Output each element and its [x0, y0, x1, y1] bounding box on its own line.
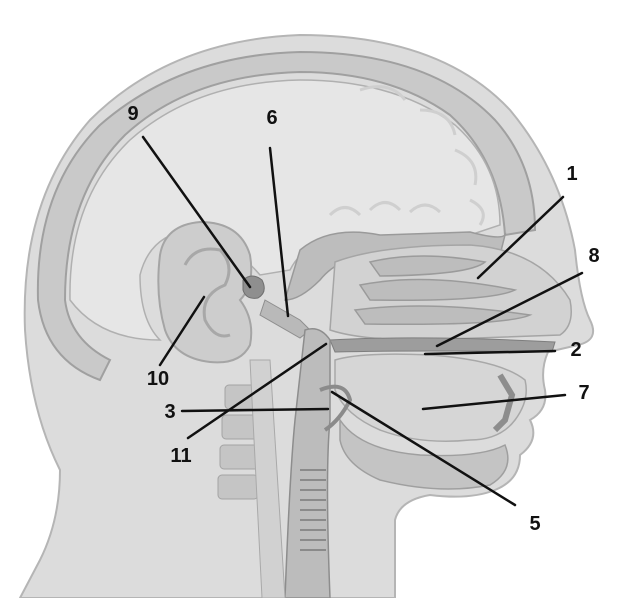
label-11: 11: [170, 445, 191, 467]
label-2: 2: [570, 339, 581, 361]
label-6: 6: [266, 107, 277, 129]
label-10: 10: [147, 368, 169, 390]
label-1: 1: [566, 163, 577, 185]
label-5: 5: [529, 513, 540, 535]
external-ear: [158, 222, 251, 362]
hard-palate: [330, 338, 555, 352]
label-8: 8: [588, 245, 599, 267]
middle-ear-ossicles: [243, 276, 264, 298]
label-7: 7: [578, 382, 589, 404]
label-9: 9: [127, 103, 138, 125]
label-3: 3: [164, 401, 175, 423]
